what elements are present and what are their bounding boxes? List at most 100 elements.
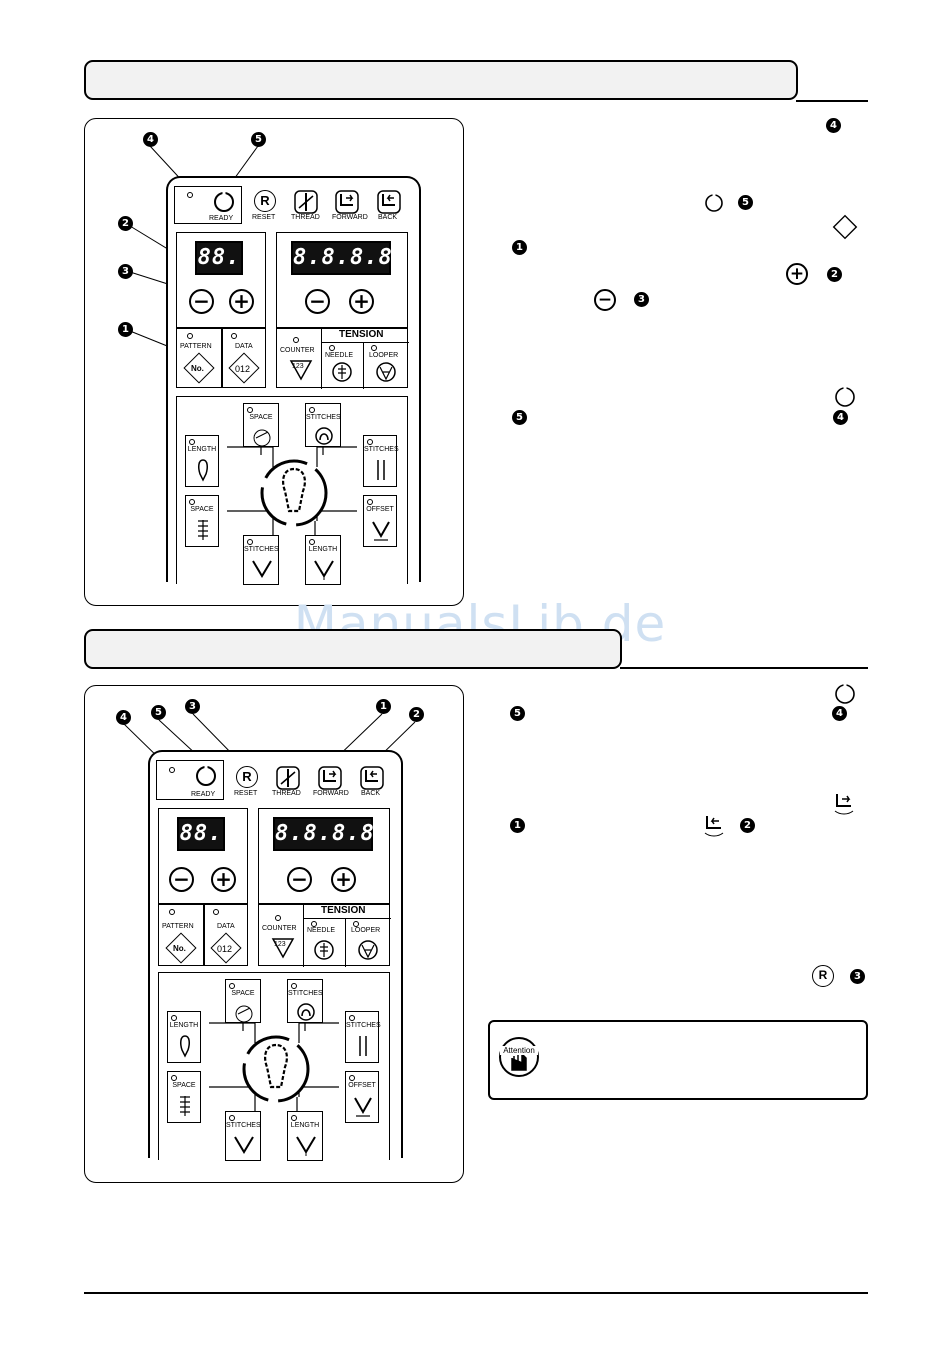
space-top-key-2[interactable]: SPACE	[225, 979, 261, 1023]
length-left-key[interactable]: LENGTH	[185, 435, 219, 487]
ready-box: READY	[174, 186, 242, 224]
counter-icon[interactable]	[289, 359, 313, 381]
stitches-right-key-2[interactable]: STITCHES	[345, 1011, 381, 1063]
length-left-led	[189, 439, 195, 445]
offset-right-led	[367, 499, 373, 505]
stitches-right-icon	[377, 460, 385, 480]
stitches-right-key[interactable]: STITCHES	[363, 435, 399, 487]
data-minus-button[interactable]: −	[305, 289, 330, 314]
offset-right-icon-2	[354, 1097, 372, 1117]
stitches-top-icon-2	[297, 1003, 315, 1021]
fig2-callout-4: 4	[116, 710, 131, 725]
reset-button[interactable]: R	[254, 190, 276, 212]
thread-label: THREAD	[291, 214, 320, 221]
needle-label-2: NEEDLE	[307, 927, 336, 934]
stitches-top-led	[309, 407, 315, 413]
pattern-minus-button[interactable]: −	[189, 289, 214, 314]
length-left-key-2[interactable]: LENGTH	[167, 1011, 201, 1063]
ready-icon[interactable]	[213, 191, 235, 213]
stitches-bottom-key[interactable]: STITCHES	[243, 535, 279, 585]
space-left-icon	[198, 520, 208, 540]
counter-led	[293, 337, 299, 343]
section-1-header-bar	[84, 60, 798, 100]
length-bottom-key[interactable]: LENGTH	[305, 535, 341, 585]
pattern-plus-button-2[interactable]: +	[211, 867, 236, 892]
looper-tension-icon[interactable]	[375, 361, 397, 383]
back-label-2: BACK	[361, 790, 381, 797]
attention-hand-icon	[499, 1037, 539, 1077]
fig2-callout-2: 2	[409, 707, 424, 722]
tension-label: TENSION	[339, 329, 384, 340]
fig2-callout-3: 3	[185, 699, 200, 714]
counter-label-2: COUNTER	[262, 925, 297, 932]
offset-right-icon	[372, 521, 390, 541]
reset-inline-letter: R	[818, 968, 828, 982]
stitches-right-led	[367, 439, 373, 445]
thread-label-2: THREAD	[272, 790, 301, 797]
tension-underline-2	[303, 918, 391, 919]
stitch-settings-box-2: SPACE STITCHES LENGTH STITCHES SPACE OFF…	[158, 972, 390, 1161]
needle-tension-icon[interactable]	[331, 361, 353, 383]
forward-inline-icon	[834, 794, 854, 815]
text-callout-2c: 2	[740, 818, 755, 833]
data-display-box: 8.8.8.8. − +	[276, 232, 408, 328]
stitches-right-label: STITCHES	[364, 446, 399, 453]
needle-label: NEEDLE	[325, 352, 354, 359]
stitches-top-key[interactable]: STITCHES	[305, 403, 341, 447]
length-bottom-icon-2	[296, 1136, 316, 1156]
reset-label-2: RESET	[234, 790, 258, 797]
data-plus-button[interactable]: +	[349, 289, 374, 314]
forward-label-2: FORWARD	[313, 790, 349, 797]
space-top-key[interactable]: SPACE	[243, 403, 279, 447]
length-bottom-key-2[interactable]: LENGTH	[287, 1111, 323, 1161]
stitch-center-diagram-2	[209, 1009, 339, 1113]
page-bottom-rule	[84, 1292, 868, 1294]
pattern-key-box-2: PATTERN No.	[158, 904, 204, 966]
counter-value: 123	[292, 363, 304, 370]
back-icon-2[interactable]	[360, 766, 384, 790]
pattern-no-text: No.	[191, 364, 204, 373]
fig2-callout-5: 5	[151, 705, 166, 720]
counter-led-2	[275, 915, 281, 921]
needle-tension-icon-2[interactable]	[313, 939, 335, 961]
forward-icon-2[interactable]	[318, 766, 342, 790]
stitches-top-led-2	[291, 983, 297, 989]
fig2-callout-1: 1	[376, 699, 391, 714]
offset-right-key[interactable]: OFFSET	[363, 495, 397, 547]
offset-right-key-2[interactable]: OFFSET	[345, 1071, 379, 1123]
stitches-bottom-key-2[interactable]: STITCHES	[225, 1111, 261, 1161]
reset-letter-2: R	[242, 769, 252, 784]
section-2-header-bar	[84, 629, 622, 669]
data-led-2	[213, 909, 219, 915]
forward-icon[interactable]	[335, 190, 359, 214]
reset-button-2[interactable]: R	[236, 766, 258, 788]
figure-2-leader-lines	[123, 713, 416, 765]
stitches-top-key-2[interactable]: STITCHES	[287, 979, 323, 1023]
thread-icon-2[interactable]	[276, 766, 300, 790]
space-left-led-2	[171, 1075, 177, 1081]
data-plus-button-2[interactable]: +	[331, 867, 356, 892]
ready-icon-2[interactable]	[195, 765, 217, 787]
pattern-display-box: 88. − +	[176, 232, 266, 328]
pattern-plus-button[interactable]: +	[229, 289, 254, 314]
space-left-key-2[interactable]: SPACE	[167, 1071, 201, 1123]
text-callout-3a: 3	[634, 292, 649, 307]
looper-tension-icon-2[interactable]	[357, 939, 379, 961]
data-minus-button-2[interactable]: −	[287, 867, 312, 892]
stitches-bottom-led	[247, 539, 253, 545]
stitches-bottom-icon	[252, 560, 272, 578]
back-inline-icon	[704, 816, 724, 837]
length-bottom-label-2: LENGTH	[290, 1122, 320, 1129]
tension-divider-2	[363, 342, 364, 389]
pattern-minus-button-2[interactable]: −	[169, 867, 194, 892]
back-icon[interactable]	[377, 190, 401, 214]
thread-icon[interactable]	[294, 190, 318, 214]
data-display-box-2: 8.8.8.8. − +	[258, 808, 390, 904]
length-bottom-label: LENGTH	[308, 546, 338, 553]
ready-label-2: READY	[191, 791, 216, 798]
counter-icon-2[interactable]	[271, 937, 295, 959]
text-callout-5a: 5	[738, 195, 753, 210]
pattern-key-box: PATTERN No.	[176, 328, 222, 388]
reset-letter: R	[260, 193, 270, 208]
space-left-key[interactable]: SPACE	[185, 495, 219, 547]
